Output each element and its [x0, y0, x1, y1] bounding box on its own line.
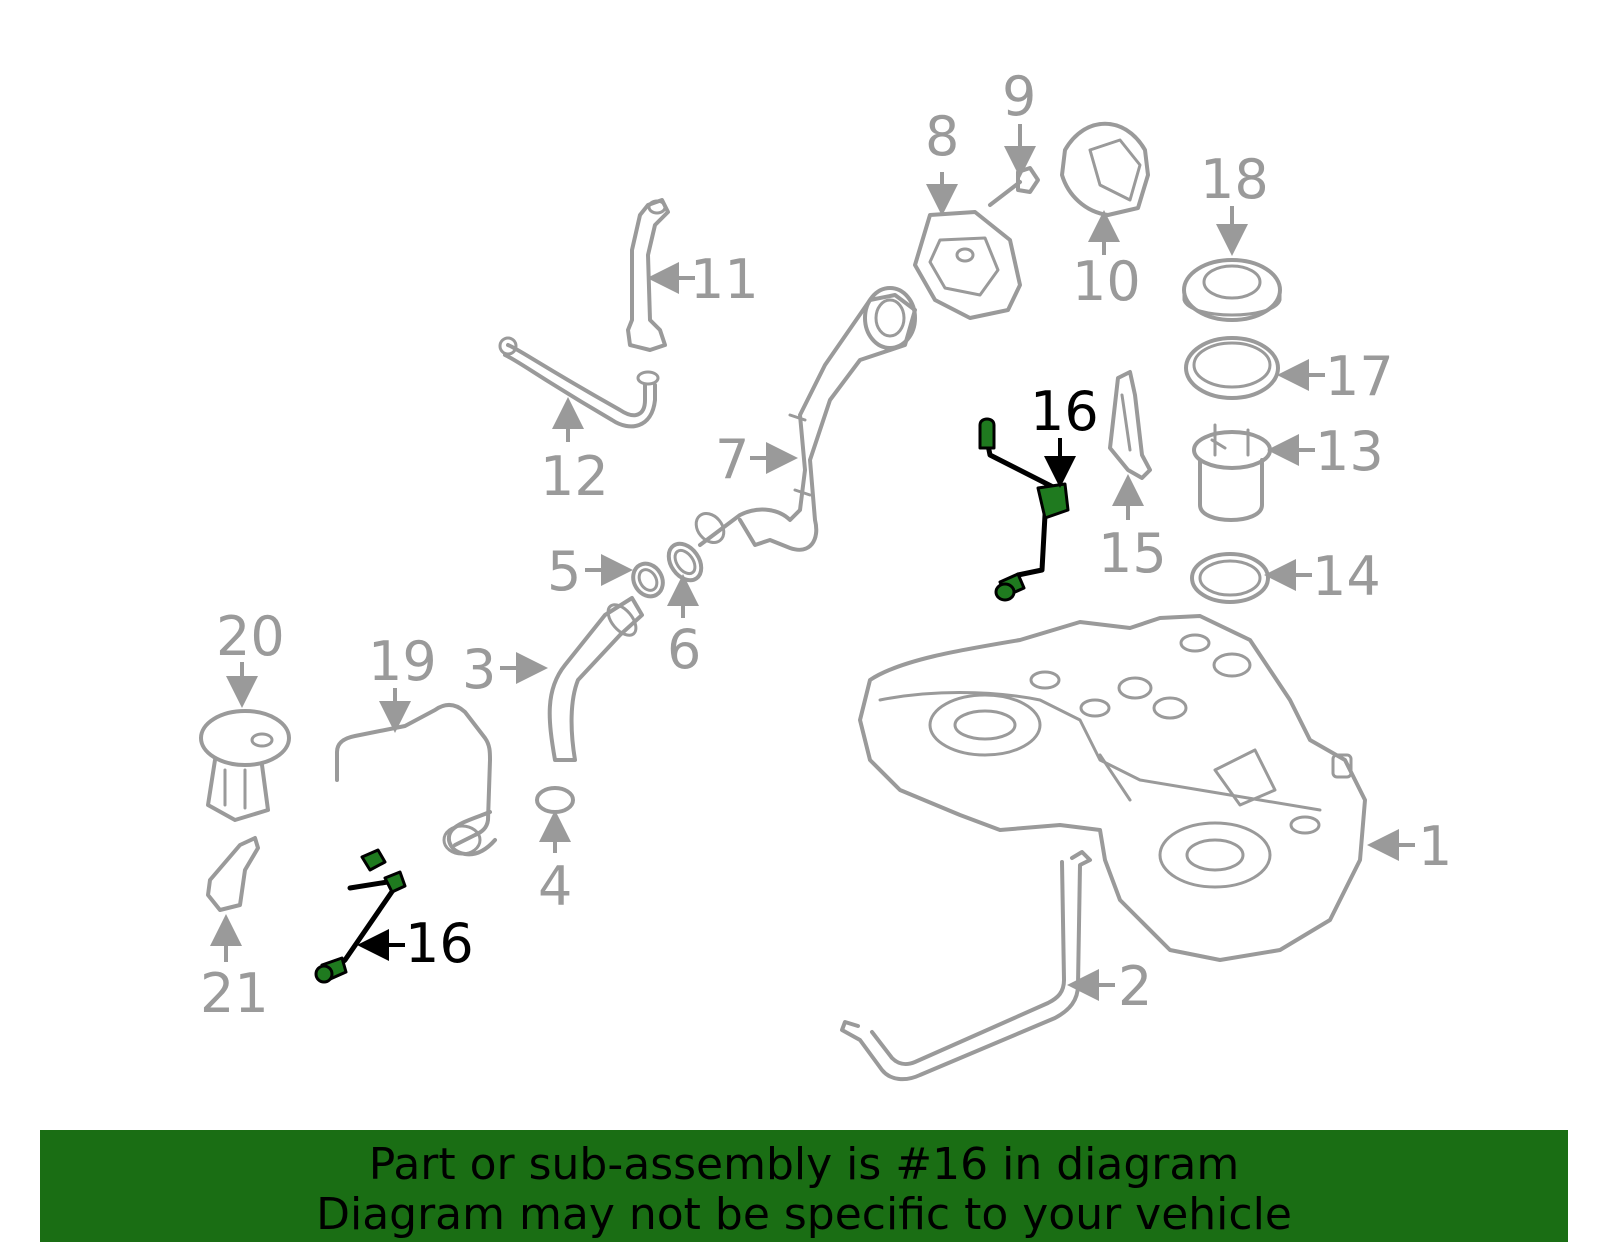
filler-pipe-part-7[interactable]	[691, 286, 917, 552]
callout-14: 14	[1312, 545, 1381, 608]
callout-5: 5	[547, 540, 581, 603]
bracket-part-21[interactable]	[206, 836, 260, 912]
callout-7: 7	[715, 428, 749, 491]
lock-ring-part-17[interactable]	[1184, 336, 1280, 400]
fuel-cap-part-10[interactable]	[1060, 121, 1150, 217]
callout-19: 19	[368, 630, 437, 693]
banner-line-2: Diagram may not be specific to your vehi…	[316, 1189, 1292, 1240]
breather-tube-part-11[interactable]	[626, 198, 670, 352]
callout-labels: 1 2 3 4 5 6 7 8 9 10 11 12 13 14 15 17 1…	[200, 65, 1452, 1025]
fuel-tank-part-1[interactable]	[858, 614, 1367, 962]
callout-17: 17	[1325, 345, 1394, 408]
gasket-part-14[interactable]	[1190, 552, 1270, 604]
callout-16-lower: 16	[405, 912, 474, 975]
vent-line-part-12[interactable]	[498, 336, 660, 429]
tube-part-19[interactable]	[335, 703, 497, 857]
callout-2: 2	[1118, 955, 1152, 1018]
callout-9: 9	[1002, 65, 1036, 128]
callout-13: 13	[1315, 420, 1384, 483]
callout-15: 15	[1098, 522, 1167, 585]
callout-20: 20	[216, 605, 285, 668]
pump-cover-part-20[interactable]	[199, 709, 291, 822]
bracket-part-15[interactable]	[1108, 370, 1152, 480]
tank-strap-part-2[interactable]	[840, 850, 1092, 1082]
info-banner: Part or sub-assembly is #16 in diagram D…	[40, 1130, 1568, 1242]
callout-6: 6	[667, 618, 701, 681]
filler-hose-part-3[interactable]	[547, 596, 644, 762]
leader-arrows	[210, 124, 1415, 1001]
callout-8: 8	[925, 105, 959, 168]
callout-11: 11	[690, 248, 759, 311]
callout-21: 21	[200, 962, 269, 1025]
callout-12: 12	[540, 445, 609, 508]
fuel-filter-part-13[interactable]	[1192, 423, 1272, 522]
callout-3: 3	[462, 638, 496, 701]
banner-line-1: Part or sub-assembly is #16 in diagram	[368, 1139, 1240, 1190]
clamp-part-4[interactable]	[535, 786, 575, 814]
bolt-part-9[interactable]	[988, 166, 1040, 207]
level-sender-part-16-upper[interactable]	[978, 417, 1070, 602]
ring-part-5[interactable]	[627, 558, 668, 601]
callout-16-upper: 16	[1030, 380, 1099, 443]
callout-10: 10	[1072, 250, 1141, 313]
callout-18: 18	[1200, 148, 1269, 211]
level-sender-part-16-lower[interactable]	[314, 848, 407, 984]
cover-part-18[interactable]	[1182, 258, 1282, 322]
callout-4: 4	[538, 855, 572, 918]
callout-1: 1	[1418, 815, 1452, 878]
filler-housing-part-8[interactable]	[913, 210, 1022, 320]
